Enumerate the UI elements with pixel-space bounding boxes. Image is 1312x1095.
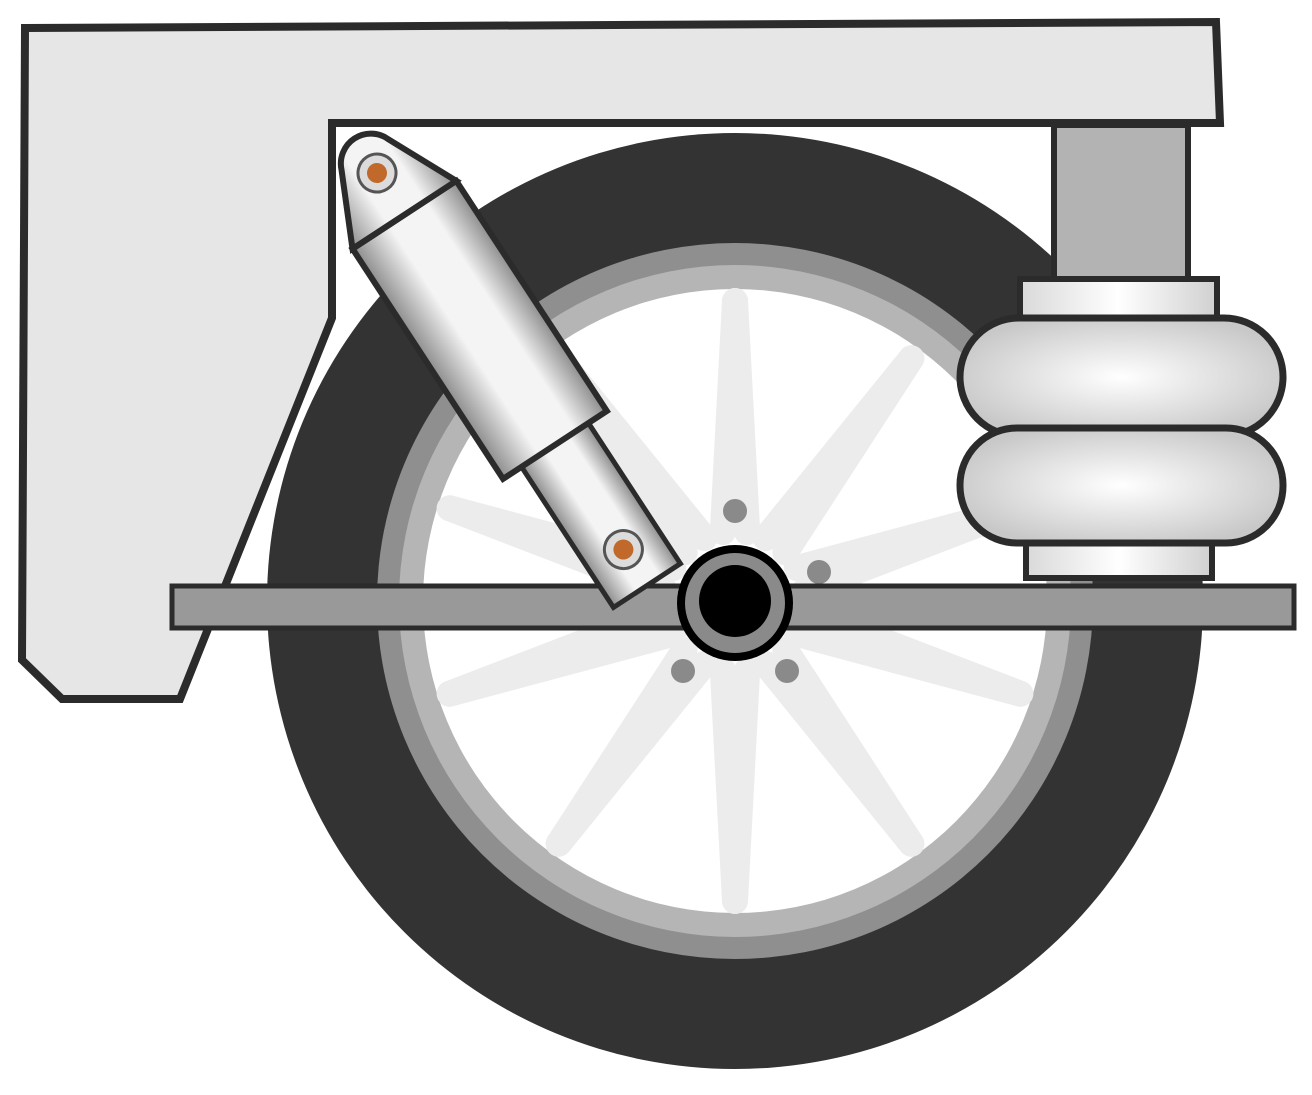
shock-absorber [337, 130, 684, 611]
wheel-spoke [722, 288, 761, 546]
vehicle-frame [17, 17, 1225, 703]
bolt-hole [671, 659, 695, 683]
wheel-spokes [436, 288, 1034, 914]
wheel-spoke [545, 636, 698, 857]
wheel-spoke [709, 656, 748, 914]
bolt-hole [723, 499, 747, 523]
wheel-spoke [783, 620, 1034, 707]
wheel-spoke [752, 650, 925, 857]
shock-lower-bolt [613, 539, 634, 560]
air-spring [956, 276, 1287, 581]
wheel-hub [677, 545, 793, 661]
bolt-hole [775, 659, 799, 683]
spring-mount [1051, 122, 1191, 286]
hub-center [699, 565, 771, 637]
air-spring-lower-bellow [956, 424, 1287, 547]
wheel-spoke [772, 345, 925, 566]
shock-upper-bolt [367, 163, 387, 183]
air-spring-top-plate [1017, 276, 1220, 324]
air-spring-upper-bellow [956, 314, 1287, 440]
bolt-hole [807, 560, 831, 584]
